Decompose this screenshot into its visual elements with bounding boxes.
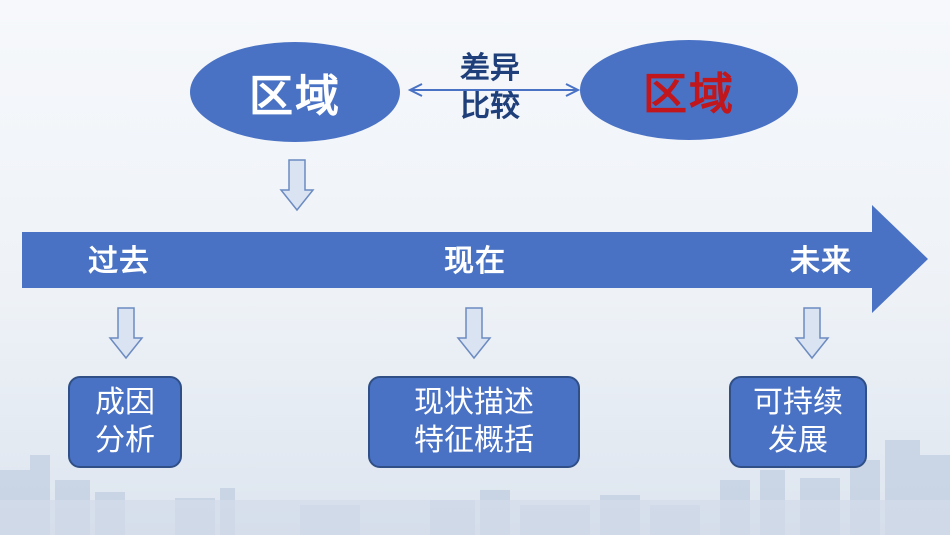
timeline-future-label: 未来: [790, 244, 852, 279]
future-box-line-2: 发展: [768, 423, 828, 458]
down-arrow-icon: [108, 307, 144, 360]
past-box-line-1: 成因: [95, 385, 155, 420]
region-left-label: 区域: [249, 71, 341, 122]
future-development-box: 可持续 发展: [729, 376, 867, 468]
timeline-arrow: [22, 205, 928, 313]
region-ellipse-left: 区域: [190, 42, 400, 142]
timeline-past-label: 过去: [88, 244, 150, 279]
region-ellipse-right: 区域: [580, 40, 798, 140]
comparison-line-1: 差异: [460, 51, 520, 86]
present-description-box: 现状描述 特征概括: [368, 376, 580, 468]
down-arrow-icon: [794, 307, 830, 360]
future-box-line-1: 可持续: [753, 385, 843, 420]
past-analysis-box: 成因 分析: [68, 376, 182, 468]
comparison-label: 差异 比较: [440, 50, 540, 126]
present-box-line-2: 特征概括: [414, 423, 534, 458]
present-box-line-1: 现状描述: [414, 385, 534, 420]
past-box-line-2: 分析: [95, 423, 155, 458]
timeline-present-label: 现在: [444, 244, 506, 279]
double-arrow: [407, 83, 581, 97]
down-arrow-icon: [456, 307, 492, 360]
down-arrow-icon: [279, 159, 315, 212]
region-right-label: 区域: [643, 69, 735, 120]
comparison-line-2: 比较: [460, 89, 520, 124]
